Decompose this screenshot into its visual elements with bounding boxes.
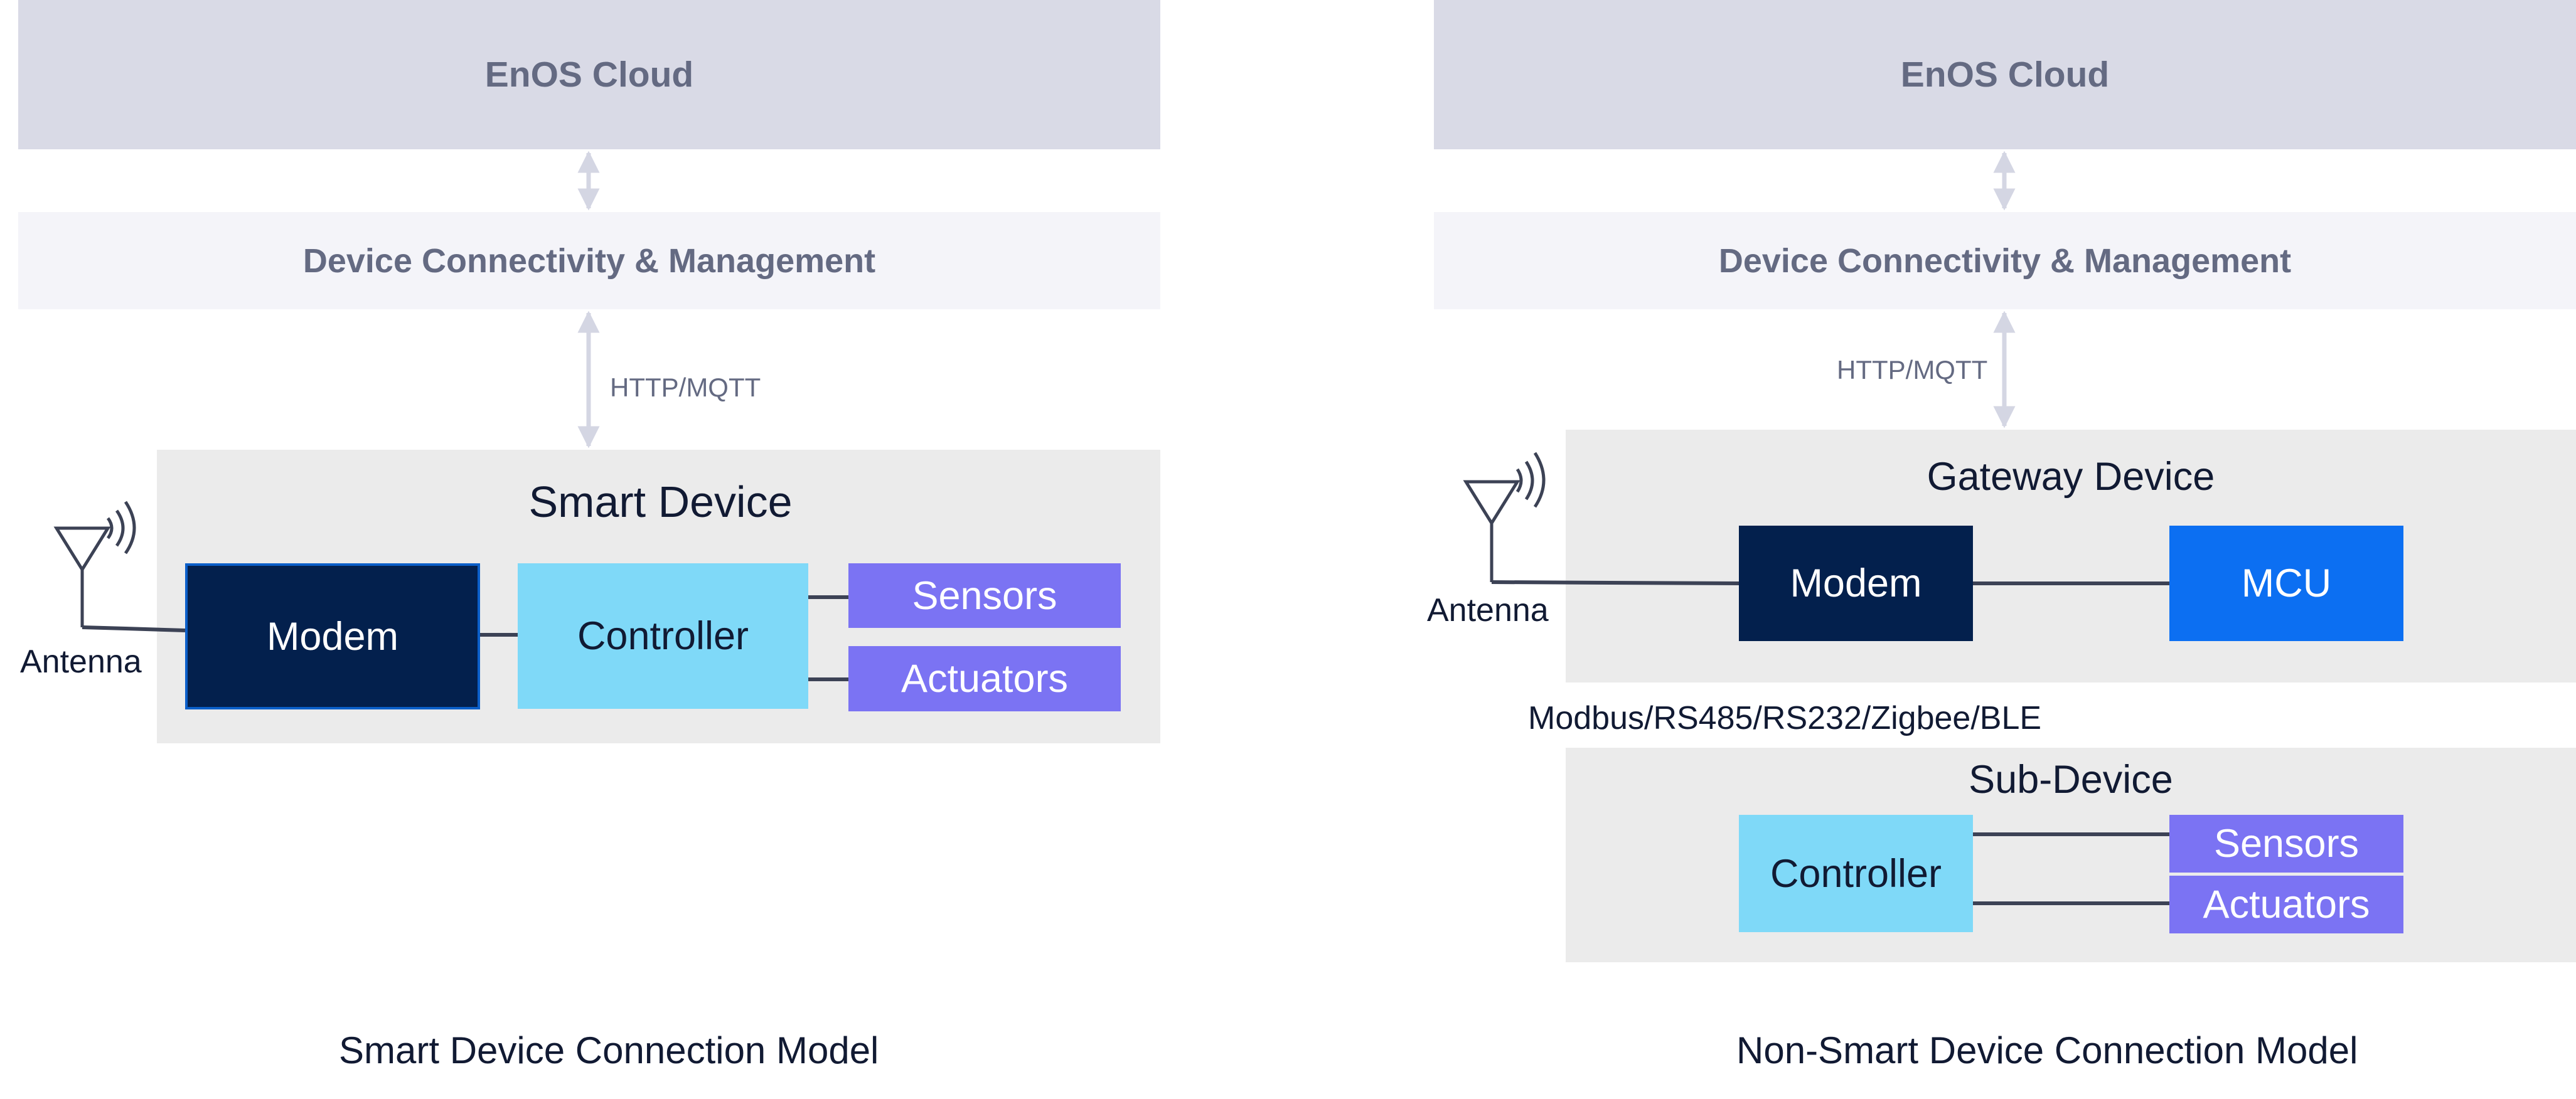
right-antenna-label: Antenna: [1427, 592, 1549, 629]
right-sensors-box: Sensors: [2169, 815, 2403, 873]
right-device-connectivity-management: Device Connectivity & Management: [1434, 212, 2576, 309]
left-modem-box: Modem: [185, 563, 480, 709]
right-controller-box: Controller: [1739, 815, 1973, 932]
right-gateway-device-panel: [1566, 430, 2576, 682]
right-bus-protocols-label: Modbus/RS485/RS232/Zigbee/BLE: [1528, 700, 2042, 736]
right-modem-box: Modem: [1739, 526, 1973, 641]
right-sub-device-title: Sub-Device: [1969, 758, 2173, 802]
left-protocol-label: HTTP/MQTT: [610, 373, 761, 402]
right-caption: Non-Smart Device Connection Model: [1736, 1029, 2358, 1071]
right-mcu-box: MCU: [2169, 526, 2403, 641]
left-smart-device-title: Smart Device: [528, 477, 793, 526]
right-antenna-icon: [1463, 452, 1740, 585]
left-sensors-box: Sensors: [848, 563, 1121, 628]
left-caption: Smart Device Connection Model: [339, 1029, 879, 1071]
left-antenna-icon: [53, 501, 186, 632]
right-protocol-label: HTTP/MQTT: [1837, 355, 1988, 385]
left-controller-box: Controller: [518, 563, 808, 709]
right-sub-device-panel: [1566, 748, 2576, 962]
right-actuators-box: Actuators: [2169, 876, 2403, 933]
left-actuators-box: Actuators: [848, 646, 1121, 711]
right-enos-cloud: EnOS Cloud: [1434, 0, 2576, 149]
left-device-connectivity-management: Device Connectivity & Management: [18, 212, 1160, 309]
left-antenna-label: Antenna: [20, 644, 142, 680]
left-enos-cloud: EnOS Cloud: [18, 0, 1160, 149]
right-gateway-device-title: Gateway Device: [1927, 455, 2215, 499]
